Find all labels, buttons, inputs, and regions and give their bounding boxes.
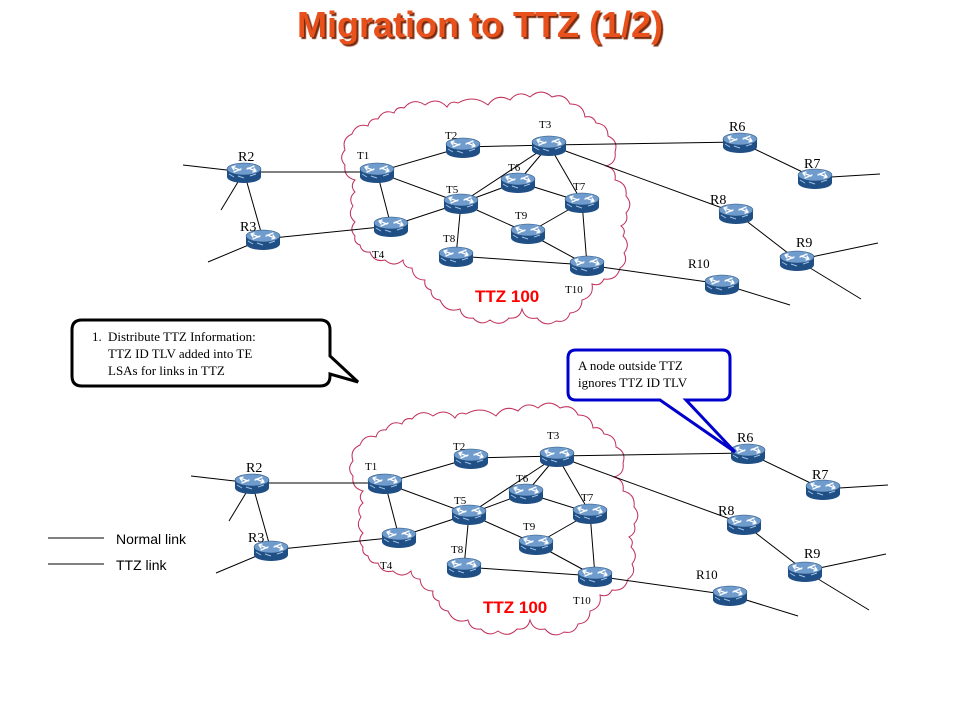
slide-title: Migration to TTZ (1/2) <box>297 4 663 45</box>
node-label-t4: T4 <box>372 249 385 261</box>
legend-ttz-label: TTZ link <box>116 557 167 573</box>
link-t10-r10 <box>594 575 731 596</box>
node-label-t8: T8 <box>451 544 464 556</box>
callout1-number: 1. <box>92 329 102 344</box>
node-label-t7: T7 <box>573 181 586 193</box>
router-icon-t3[interactable] <box>539 446 575 468</box>
node-label-t4: T4 <box>380 560 393 572</box>
router-icon-t8[interactable] <box>446 557 482 579</box>
callout1-line-2: TTZ ID TLV added into TE <box>108 346 253 361</box>
callout2-bubble <box>566 348 737 454</box>
node-label-t2: T2 <box>445 130 457 142</box>
node-label-r7: R7 <box>804 157 820 172</box>
router-icon-t6[interactable] <box>508 483 544 505</box>
node-label-t9: T9 <box>523 521 536 533</box>
link-t3-t5 <box>468 455 558 515</box>
ttz-zone-label: TTZ 100 <box>483 598 547 617</box>
router-icon-t6[interactable] <box>500 172 536 194</box>
node-label-t5: T5 <box>446 184 459 196</box>
router-icon-t1[interactable] <box>367 473 403 495</box>
link-r3-t4 <box>270 536 400 551</box>
router-icon-r6[interactable] <box>722 132 758 154</box>
router-icon-t1[interactable] <box>359 162 395 184</box>
node-label-t6: T6 <box>508 162 521 174</box>
node-label-r10: R10 <box>696 567 718 582</box>
node-label-r8: R8 <box>718 504 734 519</box>
router-icon-t9[interactable] <box>518 534 554 556</box>
node-label-t7: T7 <box>581 492 594 504</box>
ttz-zone-label: TTZ 100 <box>475 287 539 306</box>
router-icon-t7[interactable] <box>564 192 600 214</box>
callout1-bubble <box>70 318 360 388</box>
callout1-line-3: LSAs for links in TTZ <box>108 363 225 378</box>
router-icon-t9[interactable] <box>510 223 546 245</box>
router-icon-t10[interactable] <box>569 255 605 277</box>
node-label-t2: T2 <box>453 441 465 453</box>
node-label-t6: T6 <box>516 473 529 485</box>
node-label-t8: T8 <box>443 233 456 245</box>
link-t8-t10 <box>463 566 596 577</box>
router-icon-t5[interactable] <box>443 193 479 215</box>
node-label-r3: R3 <box>240 220 256 235</box>
callout2-line-1: A node outside TTZ <box>578 358 683 373</box>
link-t3-r6 <box>556 452 749 457</box>
router-icon-t7[interactable] <box>572 503 608 525</box>
router-icon-r10[interactable] <box>712 585 748 607</box>
router-icon-t10[interactable] <box>577 566 613 588</box>
router-icon-t4[interactable] <box>381 527 417 549</box>
router-icon-r6[interactable] <box>730 443 766 465</box>
router-icon-t5[interactable] <box>451 504 487 526</box>
router-icon-r9[interactable] <box>779 250 815 272</box>
router-icon-r10[interactable] <box>704 274 740 296</box>
node-label-t1: T1 <box>365 461 377 473</box>
node-label-t5: T5 <box>454 495 467 507</box>
callout2-text: A node outside TTZ ignores TTZ ID TLV <box>578 357 738 391</box>
callout1-line-1: Distribute TTZ Information: <box>108 329 256 344</box>
callout1-text: 1. Distribute TTZ Information: TTZ ID TL… <box>92 328 322 379</box>
node-label-t1: T1 <box>357 150 369 162</box>
router-icon-r2[interactable] <box>226 162 262 184</box>
node-label-r6: R6 <box>729 120 745 135</box>
node-label-r9: R9 <box>804 547 820 562</box>
link-t3-r8 <box>556 455 745 525</box>
router-icon-r9[interactable] <box>787 561 823 583</box>
router-icon-r7[interactable] <box>797 168 833 190</box>
node-label-r6: R6 <box>737 431 753 446</box>
router-icon-t4[interactable] <box>373 216 409 238</box>
link-t8-t10 <box>455 255 588 266</box>
node-label-t3: T3 <box>539 119 552 131</box>
link-t10-r10 <box>586 264 723 285</box>
link-t3-r8 <box>548 144 737 214</box>
link-t3-r6 <box>548 141 741 146</box>
node-label-r2: R2 <box>238 150 254 165</box>
node-label-t10: T10 <box>565 284 583 296</box>
callout2-line-2: ignores TTZ ID TLV <box>578 375 688 390</box>
node-label-r3: R3 <box>248 531 264 546</box>
node-label-r2: R2 <box>246 461 262 476</box>
node-label-r9: R9 <box>796 236 812 251</box>
router-icon-t3[interactable] <box>531 135 567 157</box>
node-label-t9: T9 <box>515 210 528 222</box>
router-icon-r7[interactable] <box>805 479 841 501</box>
node-label-t3: T3 <box>547 430 560 442</box>
node-label-t10: T10 <box>573 595 591 607</box>
router-icon-r2[interactable] <box>234 473 270 495</box>
link-r3-t4 <box>262 225 392 240</box>
node-label-r7: R7 <box>812 468 828 483</box>
node-label-r10: R10 <box>688 256 710 271</box>
node-label-r8: R8 <box>710 193 726 208</box>
legend-normal-label: Normal link <box>116 531 187 547</box>
link-r2-r3 <box>243 171 264 240</box>
router-icon-t8[interactable] <box>438 246 474 268</box>
link-t3-t5 <box>460 144 550 204</box>
link-r2-r3 <box>251 482 272 551</box>
